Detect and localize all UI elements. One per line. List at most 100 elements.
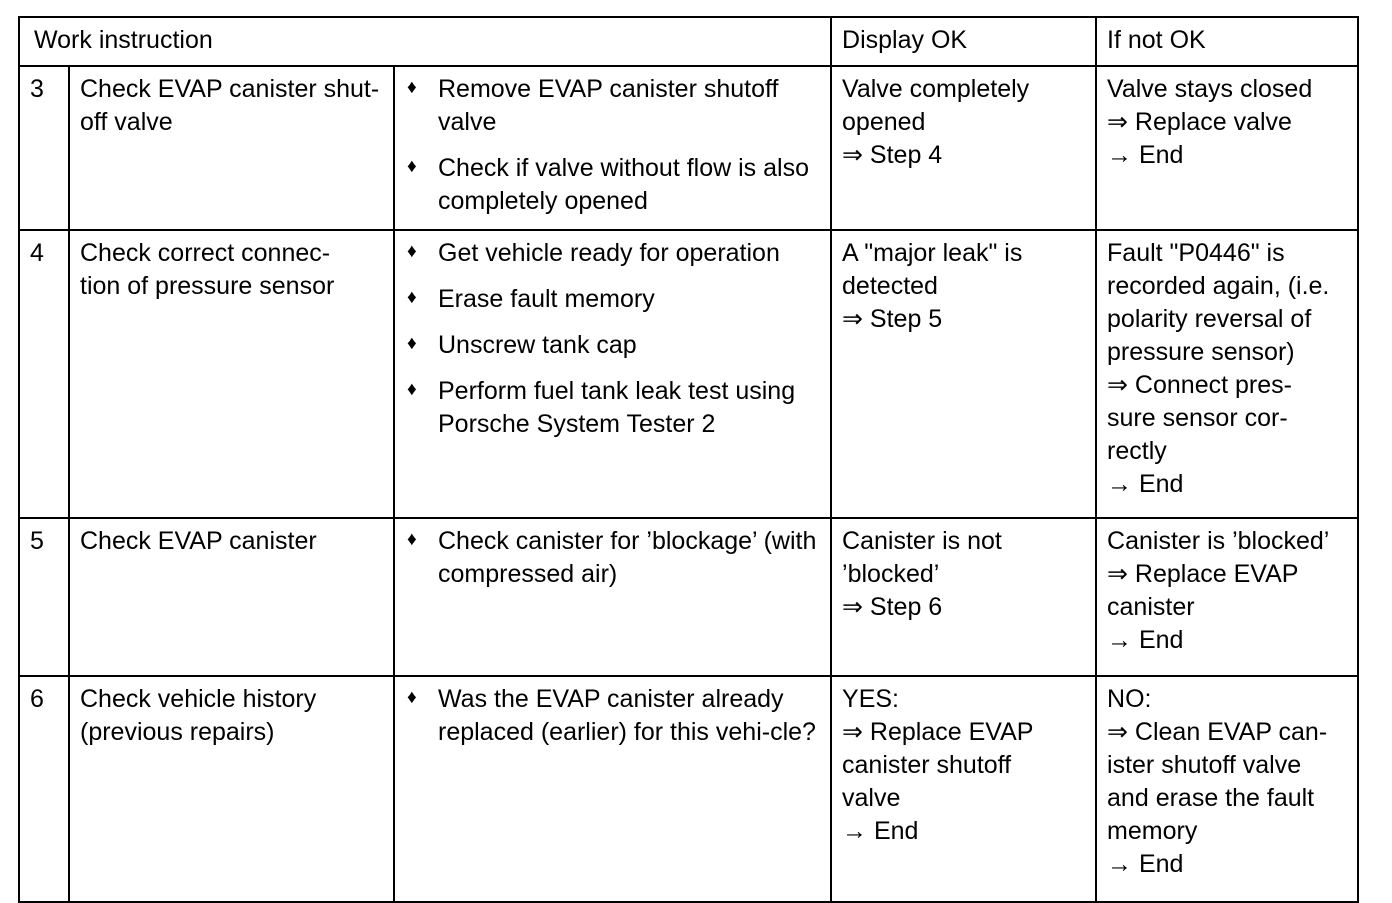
- action-text: Check canister for ’blockage’ (with comp…: [438, 527, 817, 588]
- action-text: Erase fault memory: [438, 285, 655, 313]
- action-list: ♦ Remove EVAP canister shutoff valve ♦ C…: [405, 73, 822, 218]
- action-text: Check if valve without flow is also comp…: [438, 154, 809, 215]
- diamond-bullet-icon: ♦: [407, 77, 417, 98]
- action-text: Unscrew tank cap: [438, 331, 637, 359]
- task-line: tion of pressure sensor: [80, 272, 335, 300]
- if-not-ok-line: sure sensor cor-: [1107, 404, 1288, 432]
- display-ok-line: valve: [842, 784, 901, 812]
- action-list-cell: ♦ Check canister for ’blockage’ (with co…: [392, 517, 833, 677]
- task-description: Check correct connec- tion of pressure s…: [68, 229, 395, 519]
- diamond-bullet-icon: ♦: [407, 687, 417, 708]
- table-row: 3 Check EVAP canister shut- off valve ♦ …: [18, 65, 1360, 231]
- if-not-ok-line: ⇒ Clean EVAP can-: [1107, 718, 1328, 746]
- step-number: 4: [18, 229, 70, 519]
- diamond-bullet-icon: ♦: [407, 156, 417, 177]
- display-ok-cell: Valve completely opened ⇒ Step 4: [830, 65, 1098, 231]
- if-not-ok-line: ister shutoff valve: [1107, 751, 1302, 779]
- if-not-ok-line: → End: [1107, 470, 1184, 498]
- action-list-cell: ♦ Get vehicle ready for operation ♦ Eras…: [392, 229, 833, 519]
- diamond-bullet-icon: ♦: [407, 379, 417, 400]
- if-not-ok-line: ⇒ Connect pres-: [1107, 371, 1292, 399]
- if-not-ok-line: Fault "P0446" is: [1107, 239, 1285, 267]
- task-line: (previous repairs): [80, 718, 275, 746]
- display-ok-line: ⇒ Step 4: [842, 141, 943, 169]
- if-not-ok-line: Canister is ’blocked’: [1107, 527, 1330, 555]
- if-not-ok-line: Valve stays closed: [1107, 75, 1313, 103]
- table-header: Work instruction Display OK If not OK: [17, 16, 1360, 67]
- if-not-ok-line: → End: [1107, 850, 1184, 878]
- display-ok-cell: Canister is not ’blocked’ ⇒ Step 6: [830, 517, 1098, 677]
- display-ok-line: ⇒ Replace EVAP: [842, 718, 1034, 746]
- if-not-ok-line: rectly: [1107, 437, 1167, 465]
- work-instruction-table: Work instruction Display OK If not OK 3 …: [17, 16, 1360, 903]
- task-description: Check vehicle history (previous repairs): [68, 675, 395, 903]
- display-ok-cell: A "major leak" is detected ⇒ Step 5: [830, 229, 1098, 519]
- display-ok-line: YES:: [842, 685, 900, 713]
- if-not-ok-line: pressure sensor): [1107, 338, 1295, 366]
- if-not-ok-line: → End: [1107, 626, 1184, 654]
- display-ok-line: Canister is not: [842, 527, 1002, 555]
- task-line: Check correct connec-: [80, 239, 331, 267]
- table-body: 3 Check EVAP canister shut- off valve ♦ …: [18, 65, 1360, 903]
- task-line: Check vehicle history: [80, 685, 317, 713]
- diamond-bullet-icon: ♦: [407, 287, 417, 308]
- action-text: Was the EVAP canister already replaced (…: [438, 685, 816, 746]
- if-not-ok-line: memory: [1107, 817, 1198, 845]
- if-not-ok-line: canister: [1107, 593, 1195, 621]
- list-item: ♦ Get vehicle ready for operation: [405, 237, 822, 270]
- step-number: 6: [18, 675, 70, 903]
- if-not-ok-cell: Valve stays closed ⇒ Replace valve → End: [1095, 65, 1360, 231]
- list-item: ♦ Check if valve without flow is also co…: [405, 152, 822, 218]
- task-description: Check EVAP canister shut- off valve: [68, 65, 395, 231]
- list-item: ♦ Check canister for ’blockage’ (with co…: [405, 525, 822, 591]
- task-line: Check EVAP canister shut-: [80, 75, 380, 103]
- if-not-ok-line: → End: [1107, 141, 1184, 169]
- list-item: ♦ Erase fault memory: [405, 283, 822, 316]
- if-not-ok-line: ⇒ Replace EVAP: [1107, 560, 1299, 588]
- if-not-ok-line: polarity reversal of: [1107, 305, 1312, 333]
- table-row: 4 Check correct connec- tion of pressure…: [18, 229, 1360, 519]
- task-line: Check EVAP canister: [80, 527, 317, 555]
- task-line: off valve: [80, 108, 173, 136]
- action-text: Get vehicle ready for operation: [438, 239, 780, 267]
- action-text: Perform fuel tank leak test using Porsch…: [438, 377, 796, 438]
- if-not-ok-cell: Canister is ’blocked’ ⇒ Replace EVAP can…: [1095, 517, 1360, 677]
- if-not-ok-line: and erase the fault: [1107, 784, 1315, 812]
- display-ok-line: ⇒ Step 6: [842, 593, 943, 621]
- header-row: Work instruction Display OK If not OK: [17, 16, 1360, 67]
- display-ok-line: canister shutoff: [842, 751, 1012, 779]
- diamond-bullet-icon: ♦: [407, 241, 417, 262]
- list-item: ♦ Remove EVAP canister shutoff valve: [405, 73, 822, 139]
- table-row: 6 Check vehicle history (previous repair…: [18, 675, 1360, 903]
- if-not-ok-line: ⇒ Replace valve: [1107, 108, 1292, 136]
- action-list-cell: ♦ Was the EVAP canister already replaced…: [392, 675, 833, 903]
- column-header-display-ok: Display OK: [830, 16, 1098, 67]
- display-ok-line: opened: [842, 108, 926, 136]
- table-row: 5 Check EVAP canister ♦ Check canister f…: [18, 517, 1360, 677]
- step-number: 5: [18, 517, 70, 677]
- list-item: ♦ Unscrew tank cap: [405, 329, 822, 362]
- step-number: 3: [18, 65, 70, 231]
- action-list: ♦ Get vehicle ready for operation ♦ Eras…: [405, 237, 822, 441]
- if-not-ok-cell: NO: ⇒ Clean EVAP can- ister shutoff valv…: [1095, 675, 1360, 903]
- display-ok-line: A "major leak" is: [842, 239, 1023, 267]
- diamond-bullet-icon: ♦: [407, 529, 417, 550]
- action-list-cell: ♦ Remove EVAP canister shutoff valve ♦ C…: [392, 65, 833, 231]
- list-item: ♦ Was the EVAP canister already replaced…: [405, 683, 822, 749]
- display-ok-line: Valve completely: [842, 75, 1030, 103]
- column-header-work-instruction: Work instruction: [17, 16, 833, 67]
- diamond-bullet-icon: ♦: [407, 333, 417, 354]
- if-not-ok-line: NO:: [1107, 685, 1152, 713]
- action-list: ♦ Was the EVAP canister already replaced…: [405, 683, 822, 749]
- if-not-ok-line: recorded again, (i.e.: [1107, 272, 1330, 300]
- column-header-if-not-ok: If not OK: [1095, 16, 1360, 67]
- list-item: ♦ Perform fuel tank leak test using Pors…: [405, 375, 822, 441]
- action-text: Remove EVAP canister shutoff valve: [438, 75, 779, 136]
- task-description: Check EVAP canister: [68, 517, 395, 677]
- action-list: ♦ Check canister for ’blockage’ (with co…: [405, 525, 822, 591]
- display-ok-line: ’blocked’: [842, 560, 940, 588]
- if-not-ok-cell: Fault "P0446" is recorded again, (i.e. p…: [1095, 229, 1360, 519]
- display-ok-line: → End: [842, 817, 919, 845]
- display-ok-line: ⇒ Step 5: [842, 305, 943, 333]
